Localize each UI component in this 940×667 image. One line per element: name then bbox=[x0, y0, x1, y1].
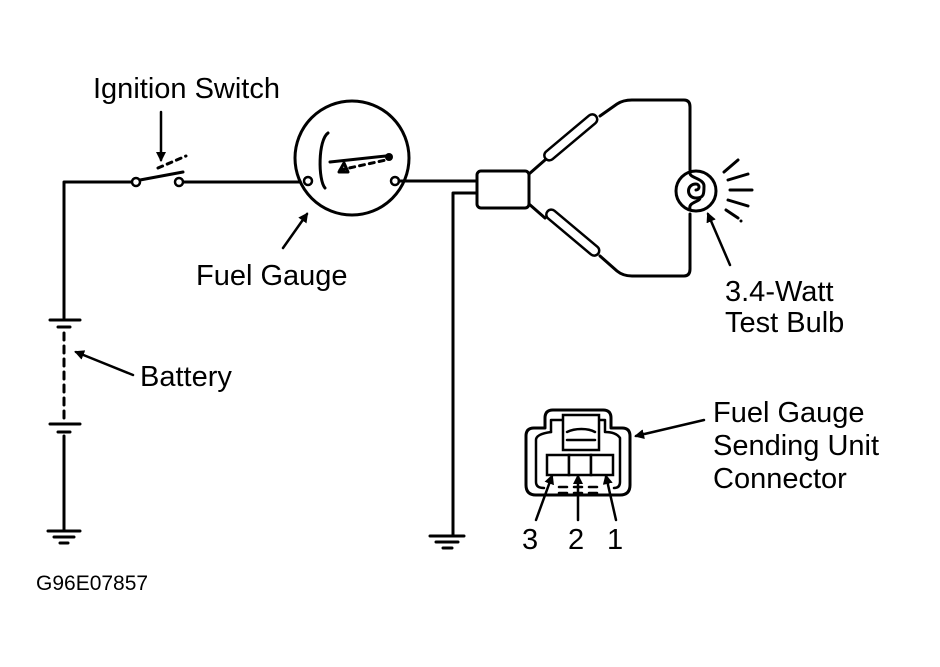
pin-2-label: 2 bbox=[568, 524, 584, 556]
battery-ground-icon bbox=[46, 529, 82, 545]
pin-1-label: 1 bbox=[607, 524, 623, 556]
battery-circuit-wire bbox=[62, 180, 307, 320]
connector-label-line1: Fuel Gauge bbox=[713, 397, 865, 429]
sending-unit-connector-label-group: Fuel Gauge Sending Unit Connector bbox=[634, 397, 879, 495]
pin-labels: 3 2 1 bbox=[522, 474, 623, 556]
test-bulb-icon bbox=[674, 158, 754, 223]
ignition-switch-label: Ignition Switch bbox=[93, 73, 280, 105]
test-bulb-label-line1: 3.4-Watt bbox=[725, 276, 834, 308]
fuel-gauge-label-group: Fuel Gauge bbox=[196, 212, 348, 292]
figure-code: G96E07857 bbox=[36, 572, 148, 595]
chassis-ground-icon bbox=[428, 534, 466, 550]
test-leads bbox=[527, 98, 692, 278]
battery-symbol bbox=[48, 318, 82, 532]
test-bulb-label-group: 3.4-Watt Test Bulb bbox=[706, 212, 844, 339]
connector-label-line2: Sending Unit bbox=[713, 430, 879, 462]
pin-3-label: 3 bbox=[522, 524, 538, 556]
battery-label-group: Battery bbox=[74, 350, 232, 393]
fuel-gauge-label: Fuel Gauge bbox=[196, 260, 348, 292]
battery-label: Battery bbox=[140, 361, 232, 393]
fuel-gauge-symbol bbox=[293, 99, 411, 217]
ignition-switch-label-group: Ignition Switch bbox=[93, 73, 280, 162]
connector-label-line3: Connector bbox=[713, 463, 847, 495]
harness-connector bbox=[451, 169, 531, 537]
test-bulb-label-line2: Test Bulb bbox=[725, 307, 844, 339]
ignition-switch-symbol bbox=[130, 154, 188, 188]
